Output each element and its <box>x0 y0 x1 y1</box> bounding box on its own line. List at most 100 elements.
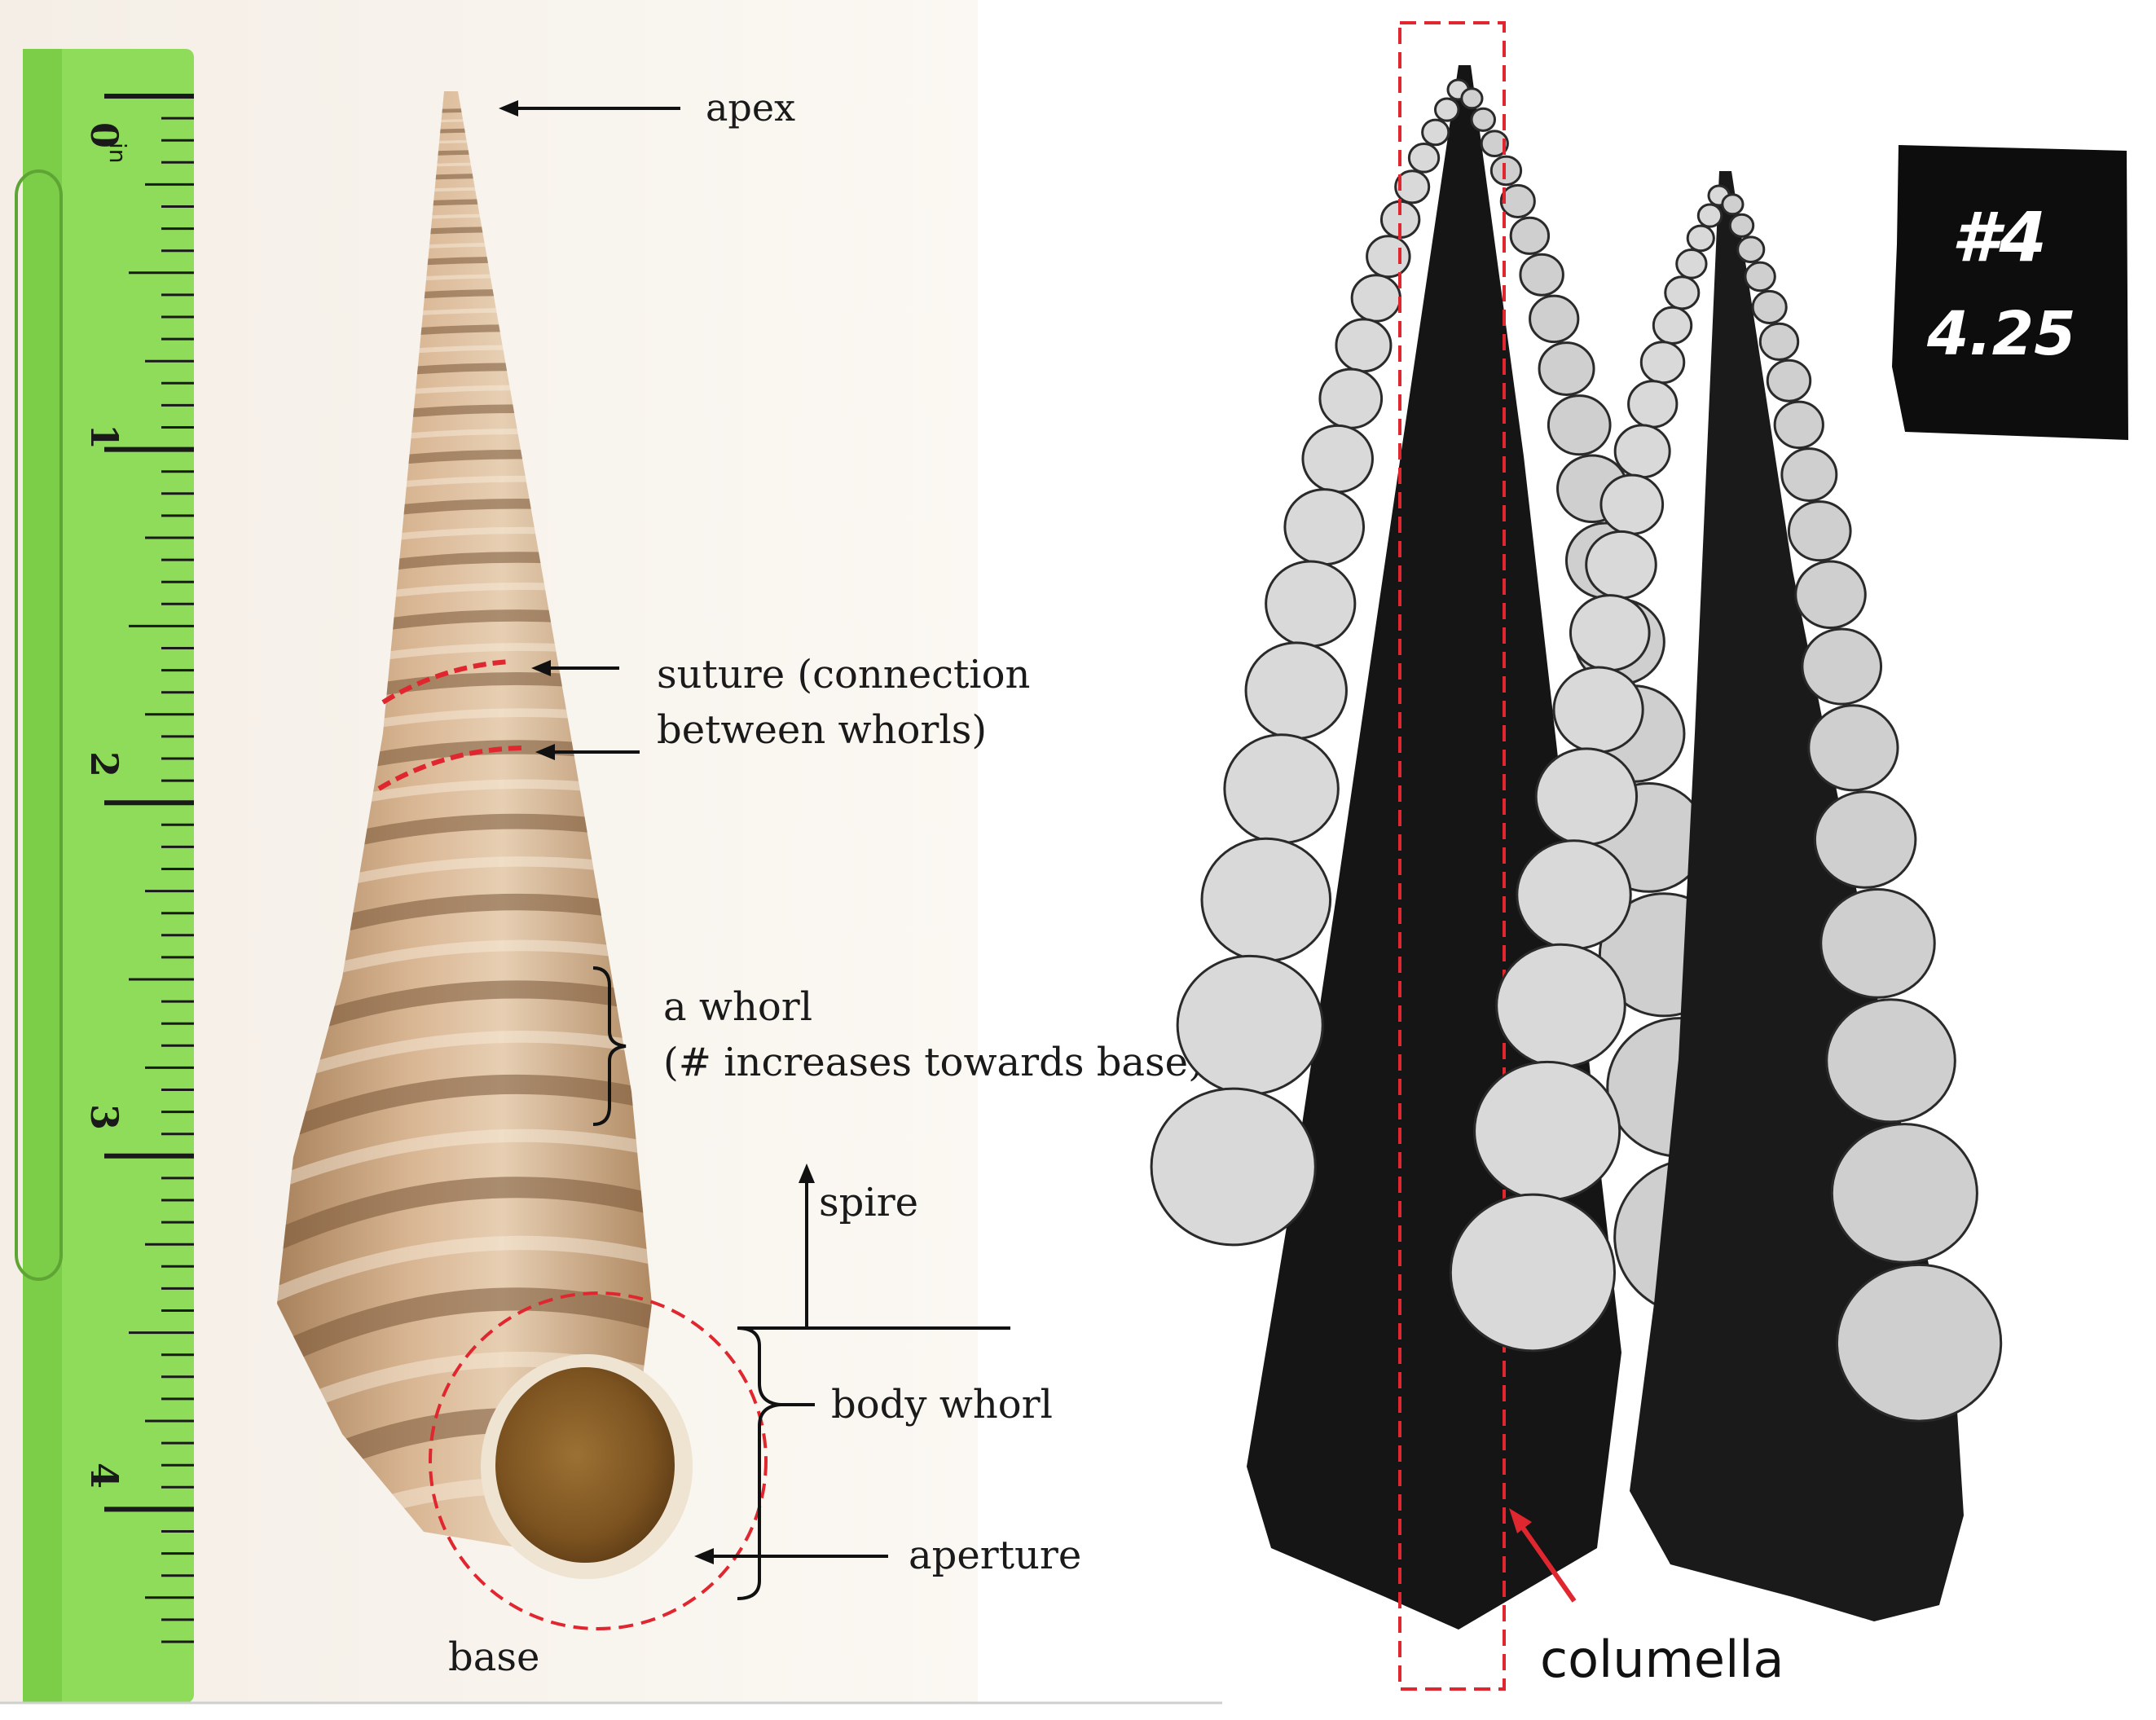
chamber <box>1470 107 1497 132</box>
chamber <box>1529 294 1580 344</box>
ruler-body <box>23 49 194 1703</box>
chamber <box>1758 322 1800 361</box>
tag-background <box>1892 145 2128 440</box>
chamber <box>1830 1123 1978 1264</box>
label-suture-line2: between whorls) <box>657 707 987 753</box>
chamber <box>1318 367 1384 429</box>
ruler-label-4: 4 <box>82 1463 126 1489</box>
chamber <box>1407 142 1441 174</box>
chamber <box>1813 790 1917 889</box>
ruler-label-1: 1 <box>82 424 126 450</box>
chamber <box>1301 424 1374 494</box>
apex-arrow <box>499 100 518 117</box>
whorl-band <box>277 1287 652 1383</box>
chamber <box>1534 747 1639 846</box>
chamber <box>1480 130 1509 158</box>
chamber <box>1495 943 1626 1068</box>
section-chambers-right <box>1449 184 2003 1423</box>
label-columella: columella <box>1540 1630 1784 1689</box>
specimen-tag: #4 4.25 <box>1892 145 2128 440</box>
whorl-band <box>277 1177 652 1265</box>
chamber <box>1819 887 1936 999</box>
label-base: base <box>448 1634 539 1680</box>
chamber <box>1176 954 1324 1096</box>
tag-number: #4 <box>1951 197 2047 277</box>
chamber <box>1686 224 1715 253</box>
chamber <box>1751 289 1788 324</box>
suture-arrow-upper <box>531 660 551 676</box>
whorl-bracket <box>592 966 627 1126</box>
chamber <box>1825 998 1956 1124</box>
chamber <box>1366 235 1411 279</box>
ruler: 0 in 1 2 3 4 <box>15 49 194 1703</box>
chamber <box>1473 1060 1621 1202</box>
chamber <box>1807 704 1899 792</box>
chamber <box>1773 400 1824 450</box>
chamber <box>1728 213 1755 238</box>
chamber <box>1696 203 1723 228</box>
label-spire: spire <box>819 1180 918 1225</box>
chamber <box>1335 318 1393 373</box>
chamber <box>1265 560 1357 648</box>
chamber <box>1721 193 1745 216</box>
body-whorl-bracket <box>737 1326 815 1600</box>
chamber <box>1599 473 1665 535</box>
aperture-arrow <box>694 1548 714 1564</box>
chamber <box>1627 380 1679 429</box>
chamber <box>1421 118 1450 147</box>
label-body-whorl: body whorl <box>831 1382 1053 1427</box>
chamber <box>1675 248 1708 279</box>
label-aperture: aperture <box>909 1533 1081 1578</box>
chamber <box>1283 488 1366 566</box>
chamber <box>1766 359 1812 403</box>
chamber <box>1449 1193 1617 1353</box>
chamber <box>1613 424 1671 479</box>
columella-arrow-line <box>1516 1520 1577 1603</box>
columella-box <box>1398 21 1506 1691</box>
chamber <box>1150 1087 1317 1247</box>
photo-annotations: apex suture (connection between whorls) … <box>448 86 1203 1680</box>
label-whorl-line1: a whorl <box>663 984 812 1030</box>
chamber <box>1499 183 1536 218</box>
chamber <box>1223 733 1340 845</box>
chamber <box>1664 275 1701 310</box>
whorl-highlight <box>277 1235 652 1315</box>
chamber <box>1350 274 1401 323</box>
chamber <box>1639 341 1686 385</box>
chamber <box>1736 235 1766 264</box>
photo-panel: 0 in 1 2 3 4 apex <box>0 0 1222 1705</box>
ruler-unit: in <box>104 143 131 164</box>
suture-line-upper <box>381 659 510 705</box>
chamber <box>1585 530 1657 600</box>
chamber <box>1516 839 1632 951</box>
chamber <box>1519 253 1564 297</box>
chamber <box>1489 155 1523 187</box>
chamber <box>1801 627 1883 706</box>
chamber <box>1744 261 1776 293</box>
ruler-label-3: 3 <box>82 1104 126 1130</box>
aperture-opening <box>495 1367 675 1563</box>
label-suture-line1: suture (connection <box>657 652 1030 697</box>
chamber <box>1787 500 1852 562</box>
chamber <box>1835 1263 2003 1423</box>
tag-value: 4.25 <box>1926 299 2076 369</box>
chamber <box>1433 97 1460 122</box>
chamber <box>1794 560 1867 630</box>
chamber <box>1460 87 1484 110</box>
chamber <box>1652 306 1693 345</box>
ruler-numbers: 0 in 1 2 3 4 <box>82 122 131 1489</box>
scan-panel: #4 4.25 columella <box>1150 21 2128 1691</box>
label-whorl-line2: (# increases towards base) <box>663 1040 1203 1085</box>
chamber <box>1552 666 1644 754</box>
chamber <box>1200 837 1332 962</box>
columella-arrowhead <box>1509 1508 1532 1533</box>
chamber <box>1547 394 1612 456</box>
ruler-cutout <box>15 169 63 1281</box>
base-circle <box>429 1291 768 1630</box>
ruler-label-2: 2 <box>82 751 126 777</box>
suture-arrow-lower <box>535 744 555 760</box>
chamber <box>1538 341 1595 396</box>
chamber <box>1780 447 1838 502</box>
spire-arrow <box>799 1164 815 1183</box>
ruler-label-0: 0 <box>82 122 126 148</box>
